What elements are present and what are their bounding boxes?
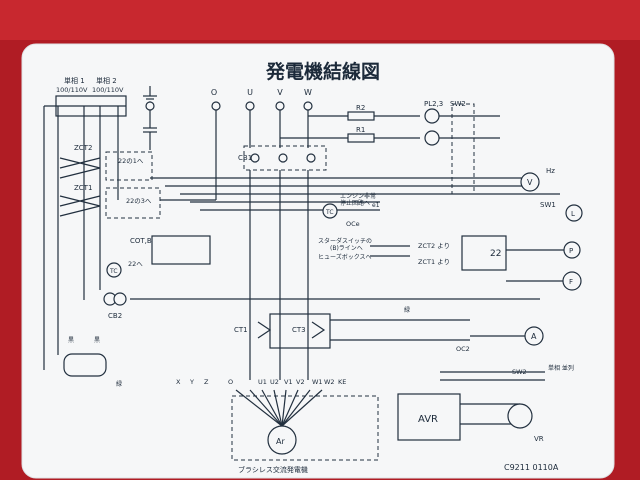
svg-text:22の3へ: 22の3へ	[126, 197, 152, 205]
svg-text:黒: 黒	[68, 337, 74, 344]
svg-text:VR: VR	[534, 435, 544, 443]
svg-text:U: U	[247, 88, 253, 97]
svg-text:W: W	[304, 88, 312, 97]
terminal-v: V	[275, 88, 285, 111]
svg-text:A: A	[531, 332, 537, 341]
svg-text:V2: V2	[296, 378, 305, 386]
svg-text:ZCT2 より: ZCT2 より	[418, 242, 450, 250]
page-title: 発電機結線図	[265, 60, 380, 83]
avr-unit	[397, 393, 461, 441]
svg-text:U1: U1	[258, 378, 267, 386]
part-number: C9211 0110A	[504, 463, 559, 472]
svg-text:緑: 緑	[116, 380, 122, 388]
pilot-lamp-icon	[424, 130, 440, 146]
svg-text:ZCT1 より: ZCT1 より	[418, 258, 450, 266]
svg-text:TC: TC	[325, 209, 334, 216]
svg-text:W1: W1	[312, 378, 323, 386]
svg-text:V1: V1	[284, 378, 293, 386]
svg-text:CB2: CB2	[108, 312, 122, 320]
tc-icon	[106, 262, 122, 278]
zct2-coil	[59, 157, 101, 179]
svg-text:L: L	[571, 210, 575, 218]
svg-text:V: V	[527, 178, 533, 187]
svg-text:CT1: CT1	[234, 326, 248, 334]
svg-text:SW1: SW1	[540, 201, 556, 209]
svg-text:22の1へ: 22の1へ	[118, 157, 144, 165]
ct-block	[269, 313, 331, 349]
svg-text:Ar: Ar	[276, 437, 285, 446]
svg-text:O: O	[228, 378, 233, 386]
svg-text:停止回路へ: 停止回路へ	[340, 199, 370, 207]
terminal-w: W	[303, 88, 313, 111]
zct2-label: ZCT2	[74, 144, 92, 152]
svg-text:スターダスイッチの: スターダスイッチの	[318, 237, 372, 245]
svg-text:AVR: AVR	[418, 414, 438, 425]
tc-icon	[322, 203, 338, 219]
svg-text:100/110V: 100/110V	[56, 86, 88, 94]
svg-text:(B)ラインへ: (B)ラインへ	[330, 245, 363, 252]
cb1-breaker	[243, 145, 327, 171]
svg-text:e1: e1	[372, 202, 380, 209]
svg-text:緑: 緑	[404, 306, 410, 314]
r1-label: R1	[356, 126, 365, 134]
plug-icon	[63, 353, 107, 377]
svg-text:OC2: OC2	[456, 345, 470, 353]
svg-text:F: F	[569, 278, 573, 286]
alternator-label: ブラシレス交流発電機	[238, 465, 308, 474]
svg-text:SW2: SW2	[450, 100, 466, 108]
svg-text:22へ: 22へ	[128, 260, 143, 268]
outlet-1-label: 単相 1	[64, 76, 85, 85]
svg-text:22: 22	[490, 249, 501, 259]
svg-text:Hz: Hz	[546, 167, 555, 175]
vr-icon	[507, 403, 533, 429]
cb1-label: CB1	[238, 154, 252, 162]
svg-text:PL2,3: PL2,3	[424, 100, 443, 108]
pilot-lamp-icon	[424, 108, 440, 124]
svg-text:エンジン非常: エンジン非常	[340, 192, 376, 200]
r2-label: R2	[356, 104, 365, 112]
svg-text:W2: W2	[324, 378, 335, 386]
outlet-2-label: 単相 2	[96, 76, 117, 85]
svg-text:V: V	[277, 88, 283, 97]
svg-text:U2: U2	[270, 378, 279, 386]
bottom-terminal-row: X Y Z O U1 U2 V1 V2 W1 W2 KE	[176, 378, 346, 386]
zct1-label: ZCT1	[74, 184, 92, 192]
svg-text:TC: TC	[109, 268, 118, 275]
zct1-coil	[59, 195, 101, 217]
svg-text:OCe: OCe	[346, 220, 360, 228]
relay-22	[461, 235, 507, 271]
svg-text:Z: Z	[204, 378, 209, 386]
svg-text:ヒューズボックスへ: ヒューズボックスへ	[318, 253, 372, 261]
voltmeter-icon	[520, 172, 540, 192]
svg-text:KE: KE	[338, 378, 346, 386]
svg-text:X: X	[176, 378, 181, 386]
cot-label: COT,B	[130, 237, 152, 245]
diagram-panel	[21, 43, 615, 479]
svg-text:黒: 黒	[94, 337, 100, 344]
svg-text:CT3: CT3	[292, 326, 306, 334]
cot-block	[151, 235, 211, 265]
svg-text:100/110V: 100/110V	[92, 86, 124, 94]
svg-text:O: O	[211, 88, 217, 97]
svg-text:Y: Y	[189, 378, 194, 386]
svg-text:単相 並列: 単相 並列	[548, 364, 574, 372]
terminal-o: O	[211, 88, 221, 111]
lamp-l-icon	[565, 204, 583, 222]
svg-text:P: P	[569, 247, 573, 255]
